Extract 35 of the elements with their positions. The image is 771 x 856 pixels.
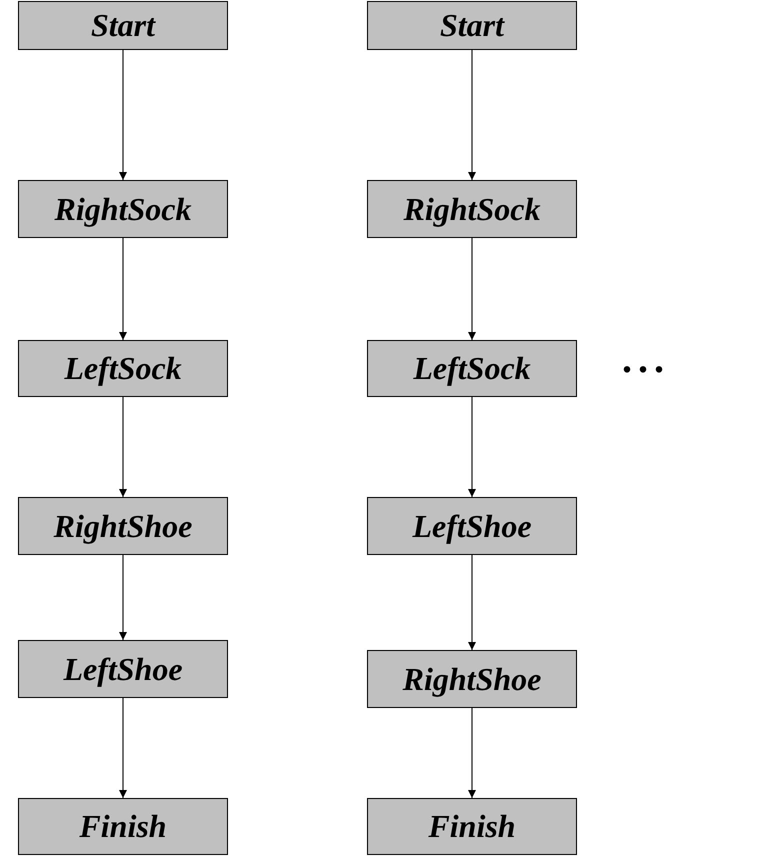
step-label: RightShoe [54,508,192,544]
arrow [119,50,127,180]
step-label: LeftShoe [63,650,183,688]
process-box [18,180,228,238]
arrow [468,708,476,798]
process-box [367,1,577,50]
arrow [119,396,127,498]
arrow [468,396,476,498]
step-label: RightSock [54,190,192,228]
arrow [119,238,127,340]
step-label: LeftShoe [412,508,532,544]
step-label: Start [90,7,156,44]
process-box [367,340,577,397]
process-box [18,497,228,555]
step-label: Finish [79,808,167,845]
step-label: Start [440,7,504,44]
arrow [468,50,476,180]
arrow [468,554,476,650]
step-label: RightSock [404,190,540,228]
step-label: LeftSock [64,350,182,387]
step-label: RightShoe [402,660,542,698]
step-label: Finish [428,808,516,845]
process-box [367,180,577,238]
process-box [18,640,228,698]
arrow [119,554,127,640]
process-box [18,798,228,855]
arrow [119,698,127,798]
process-box [367,798,577,855]
process-box [367,497,577,555]
step-label: LeftSock [413,350,531,387]
ellipsis-text: ... [622,335,670,382]
arrow [468,238,476,340]
process-box [18,1,228,50]
process-box [367,650,577,708]
process-box [18,340,228,397]
